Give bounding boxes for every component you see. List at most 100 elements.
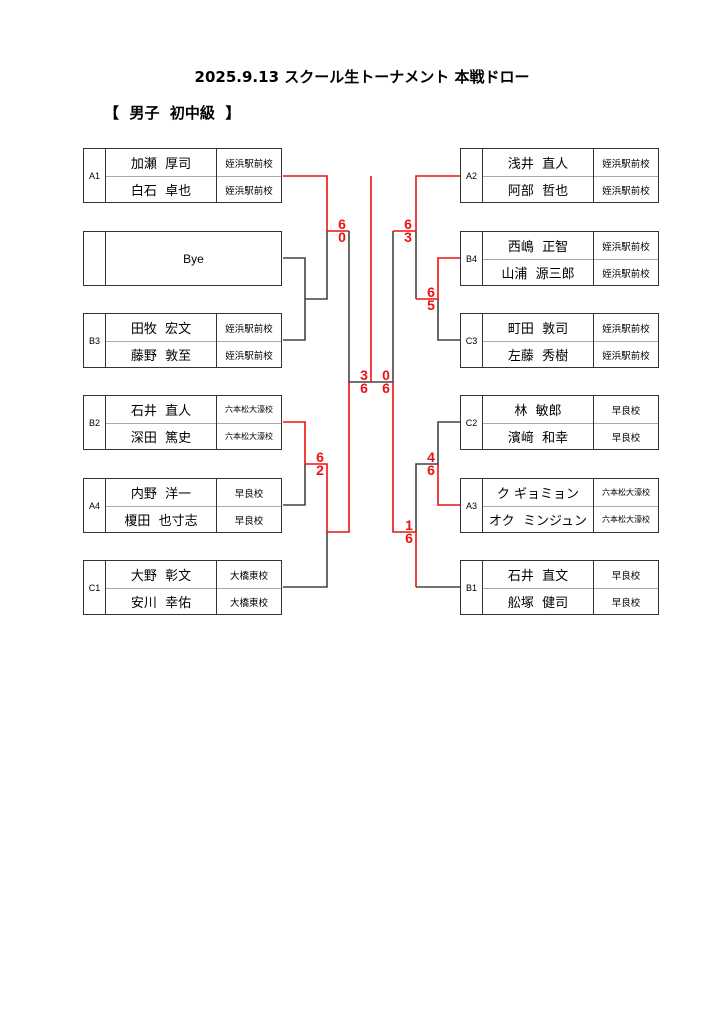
draw-slot-left-4: B2 石井 直人六本松大濠校 深田 篤史六本松大濠校 xyxy=(83,395,282,450)
seed-label: B3 xyxy=(84,314,106,367)
score-bottom: 6 xyxy=(360,380,368,396)
seed-label: C3 xyxy=(461,314,483,367)
player-name: 舩塚 健司 xyxy=(483,588,594,615)
draw-slot-left-5: A4 内野 洋一早良校 榎田 也寸志早良校 xyxy=(83,478,282,533)
player-name: 浅井 直人 xyxy=(483,149,594,176)
player-school: 姪浜駅前校 xyxy=(602,185,650,197)
player-school: 早良校 xyxy=(234,515,264,527)
bracket-line xyxy=(415,421,460,532)
player-school: 姪浜駅前校 xyxy=(602,158,650,170)
player-school: 姪浜駅前校 xyxy=(602,241,650,253)
player-school: 姪浜駅前校 xyxy=(225,158,273,170)
seed-label: A2 xyxy=(461,149,483,202)
draw-slot-bye: Bye xyxy=(83,231,282,286)
player-school: 六本松大濠校 xyxy=(602,515,650,524)
player-school: 大橋東校 xyxy=(229,570,268,582)
score-top: 6 xyxy=(427,284,435,300)
seed-label: B4 xyxy=(461,232,483,285)
player-school: 早良校 xyxy=(611,405,641,417)
score-bottom: 2 xyxy=(316,462,324,478)
player-school: 姪浜駅前校 xyxy=(602,323,650,335)
seed-label xyxy=(84,232,106,285)
bracket-line xyxy=(283,464,306,506)
player-name: オク ミンジュン xyxy=(483,506,594,533)
draw-slot-left-3: B3 田牧 宏文姪浜駅前校 藤野 敦至姪浜駅前校 xyxy=(83,313,282,368)
player-school: 姪浜駅前校 xyxy=(225,323,273,335)
player-name: 町田 敦司 xyxy=(483,314,594,341)
player-name: 安川 幸佑 xyxy=(106,588,217,615)
draw-slot-right-5: A3 ク ギョミョン六本松大濠校 オク ミンジュン六本松大濠校 xyxy=(460,478,659,533)
player-school: 六本松大濠校 xyxy=(602,488,650,497)
player-school: 六本松大濠校 xyxy=(225,432,273,441)
draw-slot-right-3: C3 町田 敦司姪浜駅前校 左藤 秀樹姪浜駅前校 xyxy=(460,313,659,368)
player-name: 濱﨑 和幸 xyxy=(483,423,594,450)
score-bottom: 5 xyxy=(427,297,435,313)
seed-label: A3 xyxy=(461,479,483,532)
player-name: 阿部 哲也 xyxy=(483,176,594,203)
draw-slot-right-4: C2 林 敏郎早良校 濱﨑 和幸早良校 xyxy=(460,395,659,450)
bracket-line xyxy=(305,231,328,300)
score-top: 3 xyxy=(360,367,368,383)
player-name: 榎田 也寸志 xyxy=(106,506,217,533)
score-top: 1 xyxy=(405,517,413,533)
winner-line xyxy=(437,464,460,506)
score-top: 4 xyxy=(427,449,435,465)
draw-slot-left-6: C1 大野 彰文大橋東校 安川 幸佑大橋東校 xyxy=(83,560,282,615)
bracket-line xyxy=(283,257,306,341)
score-top: 6 xyxy=(316,449,324,465)
draw-slot-right-1: A2 浅井 直人姪浜駅前校 阿部 哲也姪浜駅前校 xyxy=(460,148,659,203)
player-school: 早良校 xyxy=(611,432,641,444)
player-school: 六本松大濠校 xyxy=(225,405,273,414)
bracket-line xyxy=(283,532,328,588)
player-name: 深田 篤史 xyxy=(106,423,217,450)
player-school: 早良校 xyxy=(611,570,641,582)
player-school: 大橋東校 xyxy=(229,597,268,609)
score-top: 0 xyxy=(382,367,390,383)
player-name: 石井 直人 xyxy=(106,396,217,423)
draw-slot-left-1: A1 加瀬 厚司姪浜駅前校 白石 卓也姪浜駅前校 xyxy=(83,148,282,203)
score-bottom: 6 xyxy=(405,530,413,546)
player-name: 石井 直文 xyxy=(483,561,594,588)
bracket-line xyxy=(348,231,371,383)
player-name: 林 敏郎 xyxy=(483,396,594,423)
player-name: 左藤 秀樹 xyxy=(483,341,594,368)
winner-line xyxy=(392,382,417,587)
player-school: 姪浜駅前校 xyxy=(225,185,273,197)
player-name: 加瀬 厚司 xyxy=(106,149,217,176)
player-school: 姪浜駅前校 xyxy=(225,350,273,362)
player-name: 西嶋 正智 xyxy=(483,232,594,259)
winner-line xyxy=(416,257,460,300)
category-heading: 【 男子 初中級 】 xyxy=(104,104,241,122)
seed-label: B1 xyxy=(461,561,483,614)
seed-label: A1 xyxy=(84,149,106,202)
player-name: 山浦 源三郎 xyxy=(483,259,594,286)
page-title: 2025.9.13 スクール生トーナメント 本戦ドロー xyxy=(194,68,530,86)
score-bottom: 6 xyxy=(382,380,390,396)
seed-label: A4 xyxy=(84,479,106,532)
draw-slot-right-6: B1 石井 直文早良校 舩塚 健司早良校 xyxy=(460,560,659,615)
seed-label: B2 xyxy=(84,396,106,449)
player-name: 内野 洋一 xyxy=(106,479,217,506)
player-name: 大野 彰文 xyxy=(106,561,217,588)
player-school: 姪浜駅前校 xyxy=(602,350,650,362)
player-name: 田牧 宏文 xyxy=(106,314,217,341)
player-school: 早良校 xyxy=(611,597,641,609)
score-bottom: 0 xyxy=(338,229,346,245)
score-bottom: 6 xyxy=(427,462,435,478)
draw-slot-right-2: B4 西嶋 正智姪浜駅前校 山浦 源三郎姪浜駅前校 xyxy=(460,231,659,286)
bracket-line xyxy=(437,299,460,341)
score-top: 6 xyxy=(338,216,346,232)
player-school: 早良校 xyxy=(234,488,264,500)
score-top: 6 xyxy=(404,216,412,232)
player-name: ク ギョミョン xyxy=(483,479,594,506)
seed-label: C2 xyxy=(461,396,483,449)
player-name: 白石 卓也 xyxy=(106,176,217,203)
score-bottom: 3 xyxy=(404,229,412,245)
bracket-lines-winner xyxy=(283,175,460,587)
